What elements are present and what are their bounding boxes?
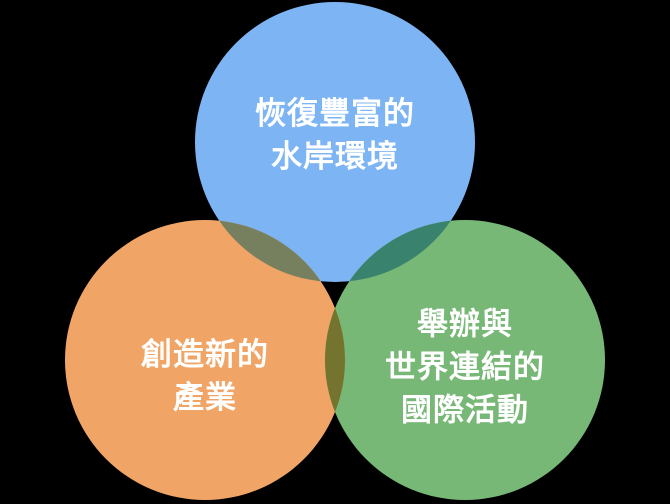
circle-waterfront-environment[interactable] — [195, 2, 475, 282]
center-gap-region — [320, 281, 350, 309]
circle-international-events[interactable] — [325, 220, 605, 500]
circle-new-industry[interactable] — [65, 220, 345, 500]
